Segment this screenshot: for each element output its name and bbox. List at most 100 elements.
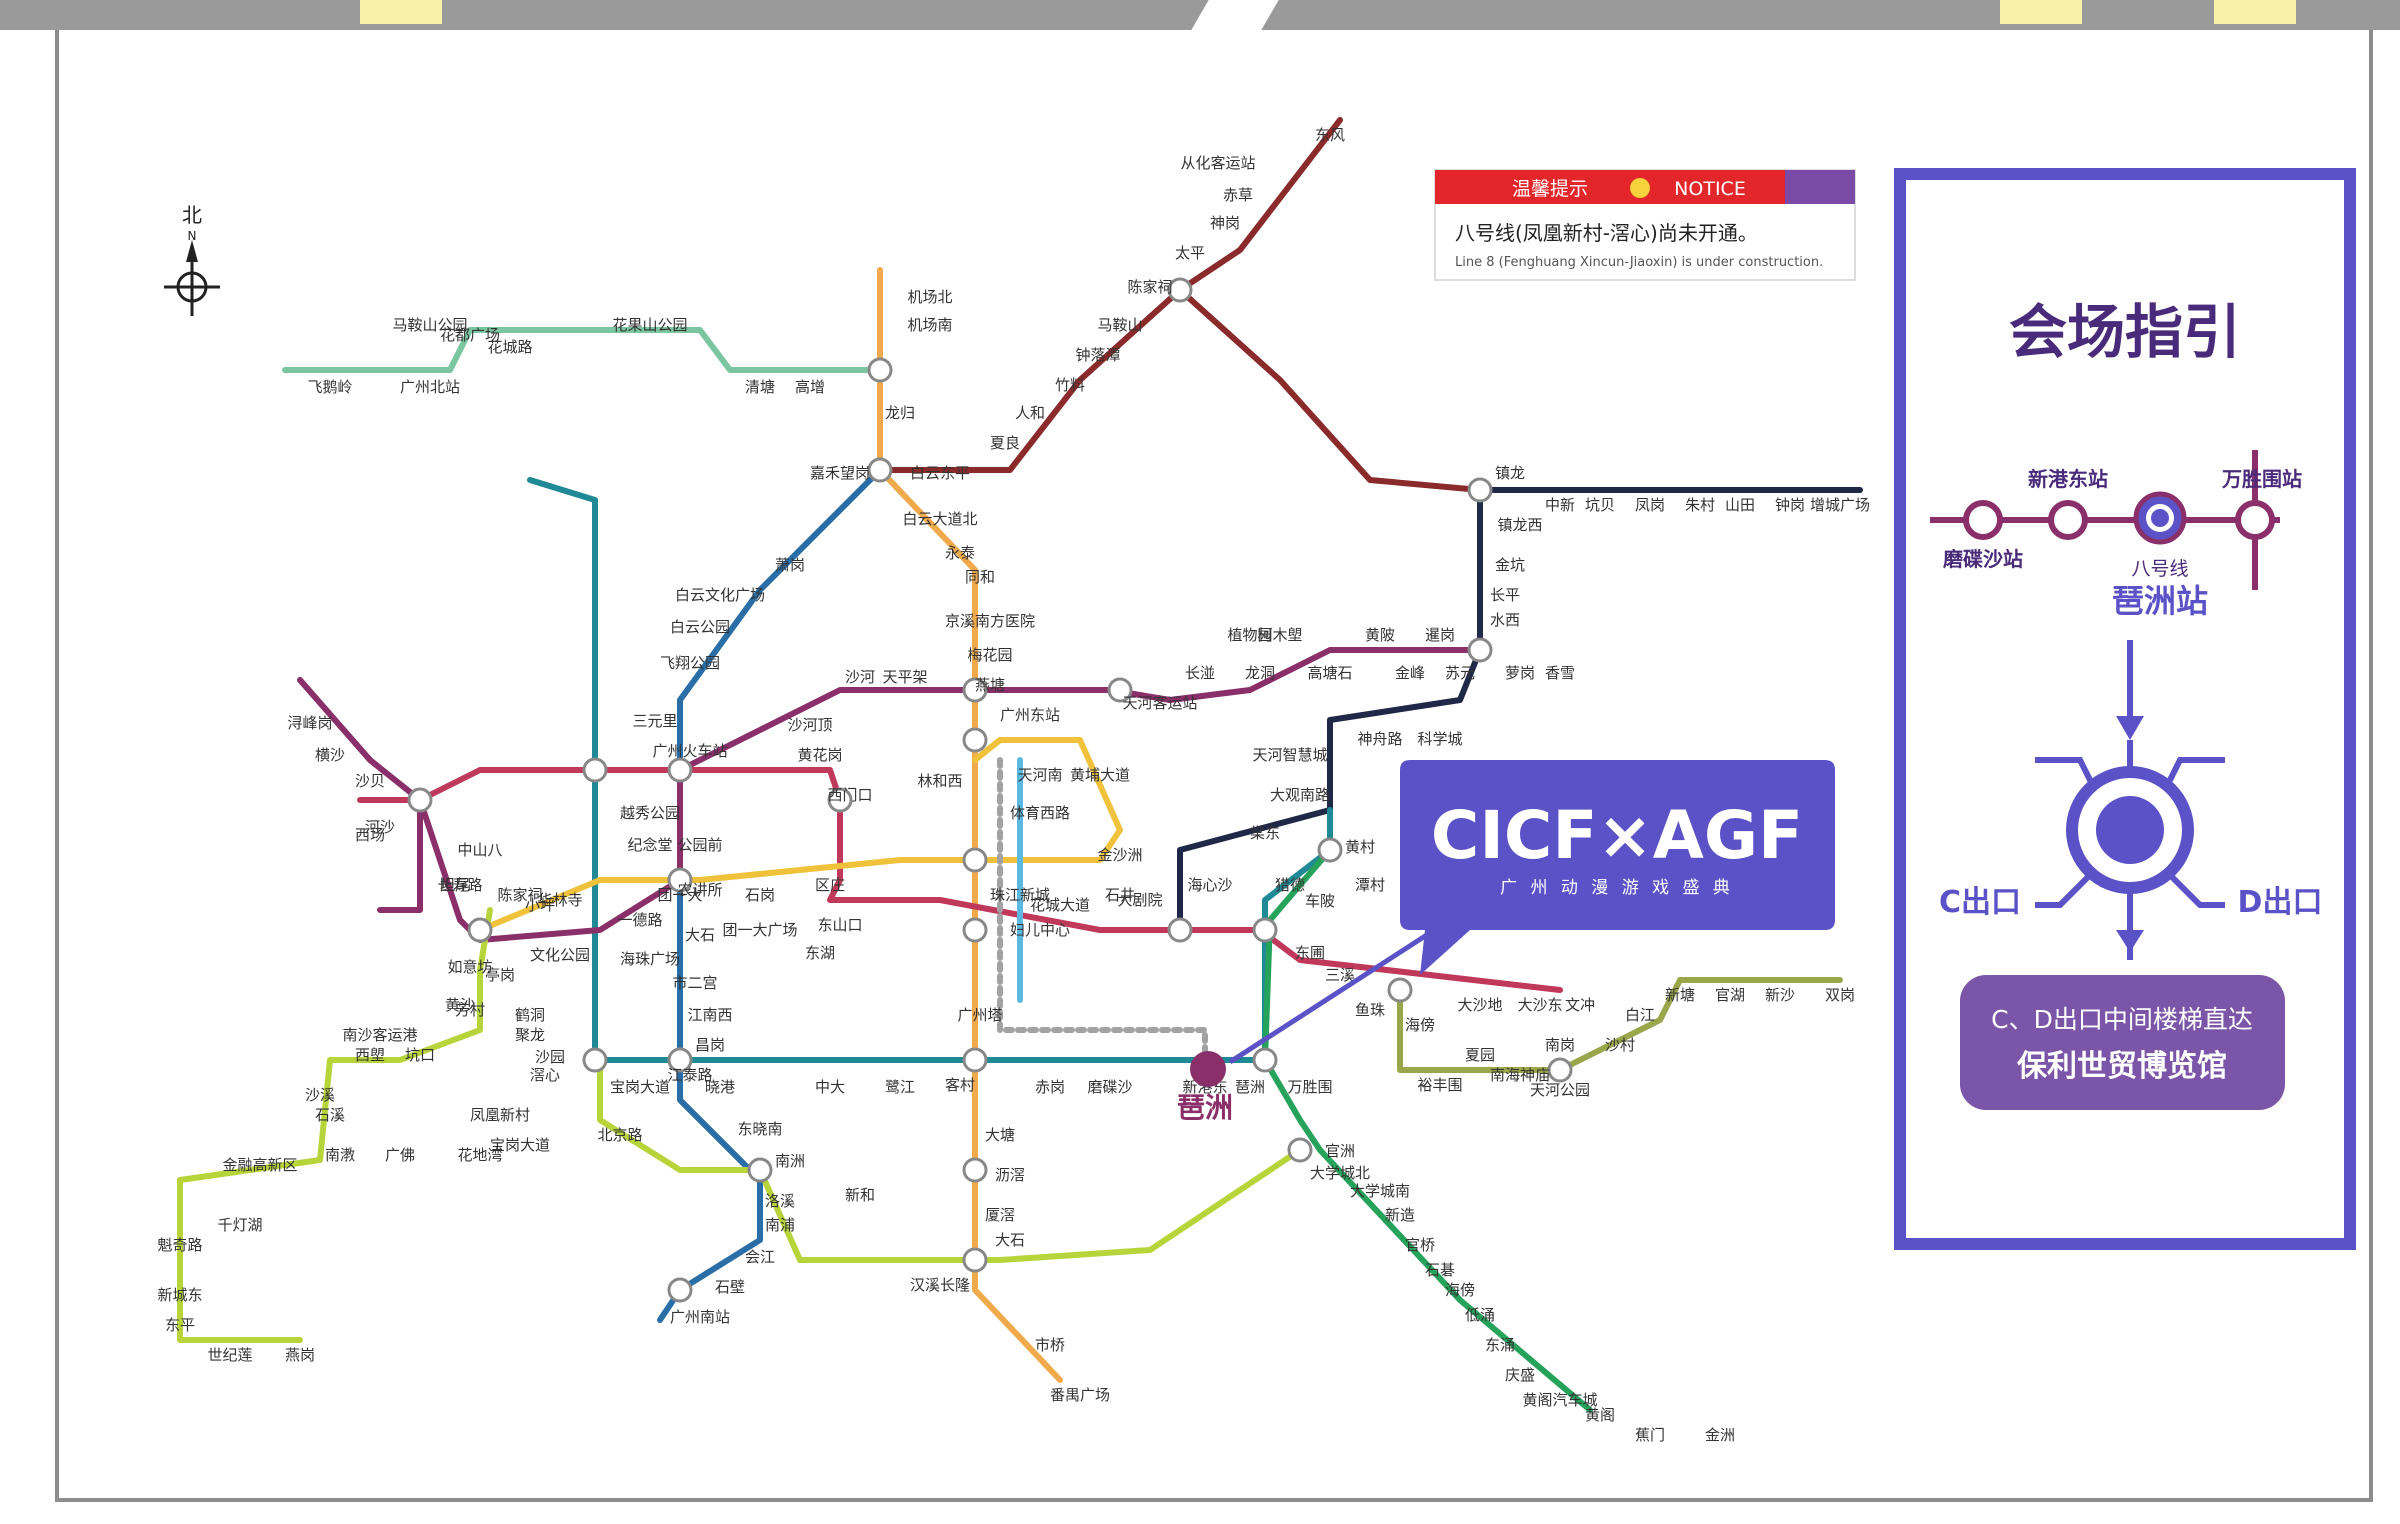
station-label: 镇龙西 — [1497, 516, 1542, 534]
station-label: 海珠广场 — [620, 950, 680, 968]
station-label: 江南西 — [687, 1006, 732, 1024]
guide-line-label: 八号线 — [2131, 558, 2188, 580]
station-label: 江泰路 — [667, 1066, 712, 1084]
station-label: 文化公园 — [530, 946, 590, 964]
station-label: 大观南路 — [1270, 786, 1330, 804]
station-label: 农讲所 — [677, 881, 722, 899]
station-label: 芳村 — [455, 1001, 485, 1019]
station-label: 亭岗 — [485, 966, 515, 984]
pazhou-label: 琶洲 — [1177, 1091, 1233, 1124]
station-label: 沙河顶 — [787, 716, 832, 734]
station-label: 官湖 — [1715, 986, 1745, 1004]
guide-station-mocaosha — [1963, 500, 2003, 540]
station-label: 万胜围 — [1287, 1078, 1332, 1096]
top-band-yellow-block — [360, 0, 442, 24]
station-label: 东涌 — [1485, 1336, 1515, 1354]
station-label: 金坑 — [1495, 556, 1525, 574]
station-label: 大学城北 — [1310, 1164, 1370, 1182]
station-label: 聚龙 — [515, 1026, 545, 1044]
station-label: 中大 — [815, 1078, 845, 1096]
interchange-station — [467, 917, 493, 943]
station-label: 公园前 — [677, 836, 722, 854]
station-label: 黄埔大道 — [1070, 766, 1130, 784]
exit-d-path — [2162, 867, 2225, 908]
notice-box: 温馨提示 NOTICE 八号线(凤凰新村-滘心)尚未开通。 Line 8 (Fe… — [1434, 169, 1856, 281]
station-label: 嘉禾望岗 — [810, 464, 870, 482]
station-label: 大石 — [995, 1231, 1025, 1249]
station-label: 清塘 — [745, 378, 775, 396]
station-label: 东山口 — [817, 916, 862, 934]
interchange-station — [962, 727, 988, 753]
station-label: 石溪 — [315, 1106, 345, 1124]
station-label: 暹岗 — [1425, 626, 1455, 644]
station-label: 金峰 — [1395, 664, 1425, 682]
station-label: 长湴 — [1185, 664, 1215, 682]
line-1-yellow — [477, 737, 1123, 933]
station-label: 飞鹅岭 — [307, 378, 352, 396]
station-label: 龙洞 — [1245, 664, 1275, 682]
station-label: 南海神庙 — [1490, 1066, 1550, 1084]
station-label: 洛溪 — [765, 1192, 795, 1210]
station-label: 西塱 — [355, 1046, 385, 1064]
interchange-station — [1167, 917, 1193, 943]
interchange-station — [407, 787, 433, 813]
station-label: 广州火车站 — [652, 742, 727, 760]
station-label: 坑口 — [405, 1046, 435, 1064]
station-label: 鱼珠 — [1355, 1001, 1385, 1019]
station-label: 长平 — [1490, 586, 1520, 604]
notice-header — [1435, 170, 1785, 204]
station-label: 纪念堂 — [627, 836, 672, 854]
station-label: 庆盛 — [1505, 1366, 1535, 1384]
interchange-station — [1317, 837, 1343, 863]
station-label: 东晓南 — [737, 1120, 782, 1138]
station-label: 蕉门 — [1635, 1426, 1665, 1444]
station-label: 珠江新城 — [990, 886, 1050, 904]
station-label: 同和 — [965, 568, 995, 586]
station-label: 金洲 — [1705, 1426, 1735, 1444]
station-label: 宝岗大道 — [610, 1078, 670, 1096]
station-label: 太平 — [1175, 244, 1205, 262]
station-label: 神岗 — [1210, 214, 1240, 232]
line-guangfo-b — [177, 907, 493, 1343]
station-label: 镇龙 — [1495, 464, 1525, 482]
interchange-station — [582, 1047, 608, 1073]
station-label: 妇儿中心 — [1010, 921, 1070, 939]
station-label: 厦滘 — [985, 1206, 1015, 1224]
station-label: 京溪南方医院 — [945, 612, 1035, 630]
station-label: 三元里 — [632, 712, 677, 730]
interchange-station — [667, 867, 693, 893]
station-label: 坦尾 — [440, 876, 470, 894]
compass-north-label: 北 — [182, 203, 202, 227]
station-label: 高塘石 — [1307, 664, 1352, 682]
venue-guide-panel: 会场指引 磨碟沙站 新港东站 万胜围站 八号线 琶洲站 — [1894, 168, 2356, 1250]
station-label: 金融高新区 — [222, 1156, 297, 1174]
station-label: 团一大 — [657, 886, 702, 904]
station-label: 大剧院 — [1117, 891, 1162, 909]
station-label: 汉溪长隆 — [910, 1276, 970, 1294]
guide-box-line1: C、D出口中间楼梯直达 — [1991, 1005, 2253, 1034]
station-label: 双岗 — [1825, 986, 1855, 1004]
station-label: 一德路 — [617, 911, 662, 929]
line-guangfo — [597, 1057, 1303, 1263]
station-label: 天河公园 — [1530, 1081, 1590, 1099]
station-label: 区庄 — [815, 876, 845, 894]
station-label: 陈家祠 — [1127, 278, 1172, 296]
station-label: 沙溪 — [305, 1086, 335, 1104]
station-label: 花地湾 — [457, 1146, 502, 1164]
notice-header-word: NOTICE — [1674, 178, 1746, 200]
station-label: 南漖 — [325, 1146, 355, 1164]
station-label: 长寿路 — [437, 876, 482, 894]
station-label: 浔峰岗 — [287, 714, 332, 732]
interchange-stations — [407, 277, 1573, 1303]
interchange-station — [1387, 977, 1413, 1003]
station-label: 天平架 — [882, 668, 927, 686]
station-label: 南洲 — [775, 1152, 805, 1170]
interchange-station — [827, 787, 853, 813]
station-label: 北京路 — [597, 1126, 642, 1144]
station-label: 从化客运站 — [1180, 154, 1255, 172]
station-label: 昌岗 — [695, 1036, 725, 1054]
station-label: 三溪 — [1325, 966, 1355, 984]
station-label: 黄村 — [1345, 838, 1375, 856]
